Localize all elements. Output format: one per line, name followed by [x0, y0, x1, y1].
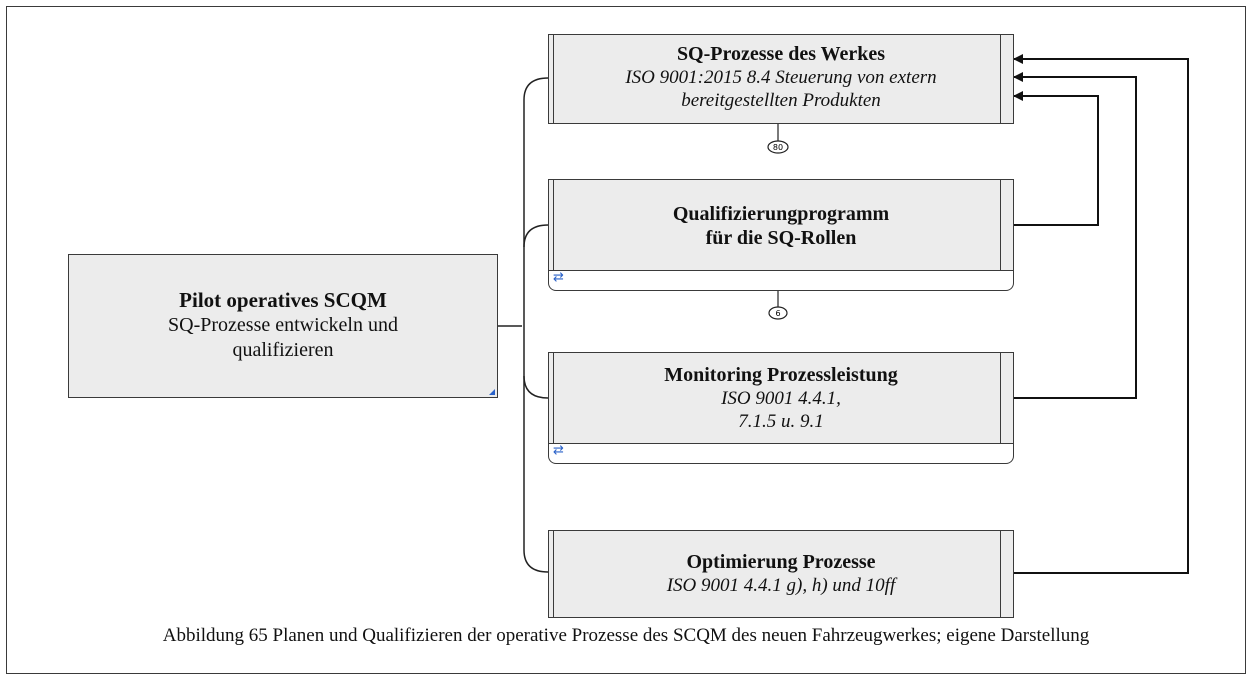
swap-arrows-icon[interactable]: ⇄: [553, 443, 564, 458]
branch-qualifizierung: [523, 224, 549, 248]
process-title: Qualifizierungprogramm für die SQ-Rollen: [672, 203, 890, 249]
process-title: Optimierung Prozesse: [686, 551, 876, 573]
arrow-monitoring-to-sq: [1012, 72, 1137, 399]
link-tray: ⇄: [548, 271, 1014, 291]
root-title: Pilot operatives SCQM: [179, 288, 387, 312]
tree-trunk: [523, 77, 549, 573]
process-box-sq-prozesse: SQ-Prozesse des Werkes ISO 9001:2015 8.4…: [548, 34, 1014, 124]
arrow-optimierung-to-sq: [1012, 54, 1189, 574]
process-subtitle: ISO 9001 4.4.1 g), h) und 10ff: [666, 575, 896, 596]
process-box-monitoring: Monitoring Prozessleistung ISO 9001 4.4.…: [548, 352, 1014, 444]
root-subtitle: SQ-Prozesse entwickeln und qualifizieren: [168, 314, 398, 361]
process-title: Monitoring Prozessleistung: [664, 364, 898, 386]
process-subtitle: ISO 9001:2015 8.4 Steuerung von extern b…: [625, 67, 937, 111]
link-tray: ⇄: [548, 444, 1014, 464]
root-box-pilot: Pilot operatives SCQM SQ-Prozesse entwic…: [68, 254, 498, 398]
process-box-optimierung: Optimierung Prozesse ISO 9001 4.4.1 g), …: [548, 530, 1014, 618]
badge-80: [767, 140, 789, 154]
process-subtitle: ISO 9001 4.4.1, 7.1.5 u. 9.1: [721, 388, 841, 432]
badge-80-text: 80: [773, 143, 783, 152]
swap-arrows-icon[interactable]: ⇄: [553, 270, 564, 285]
figure-caption: Abbildung 65 Planen und Qualifizieren de…: [162, 625, 1090, 646]
process-title: SQ-Prozesse des Werkes: [676, 43, 886, 65]
process-box-qualifizierung: Qualifizierungprogramm für die SQ-Rollen: [548, 179, 1014, 271]
arrow-qualifizierung-to-sq: [1012, 91, 1099, 226]
resize-handle-icon: [489, 389, 495, 395]
branch-monitoring: [523, 375, 549, 399]
figure-frame: [6, 6, 1246, 674]
badge-6: [768, 306, 788, 320]
badge-6-text: 6: [775, 309, 780, 318]
